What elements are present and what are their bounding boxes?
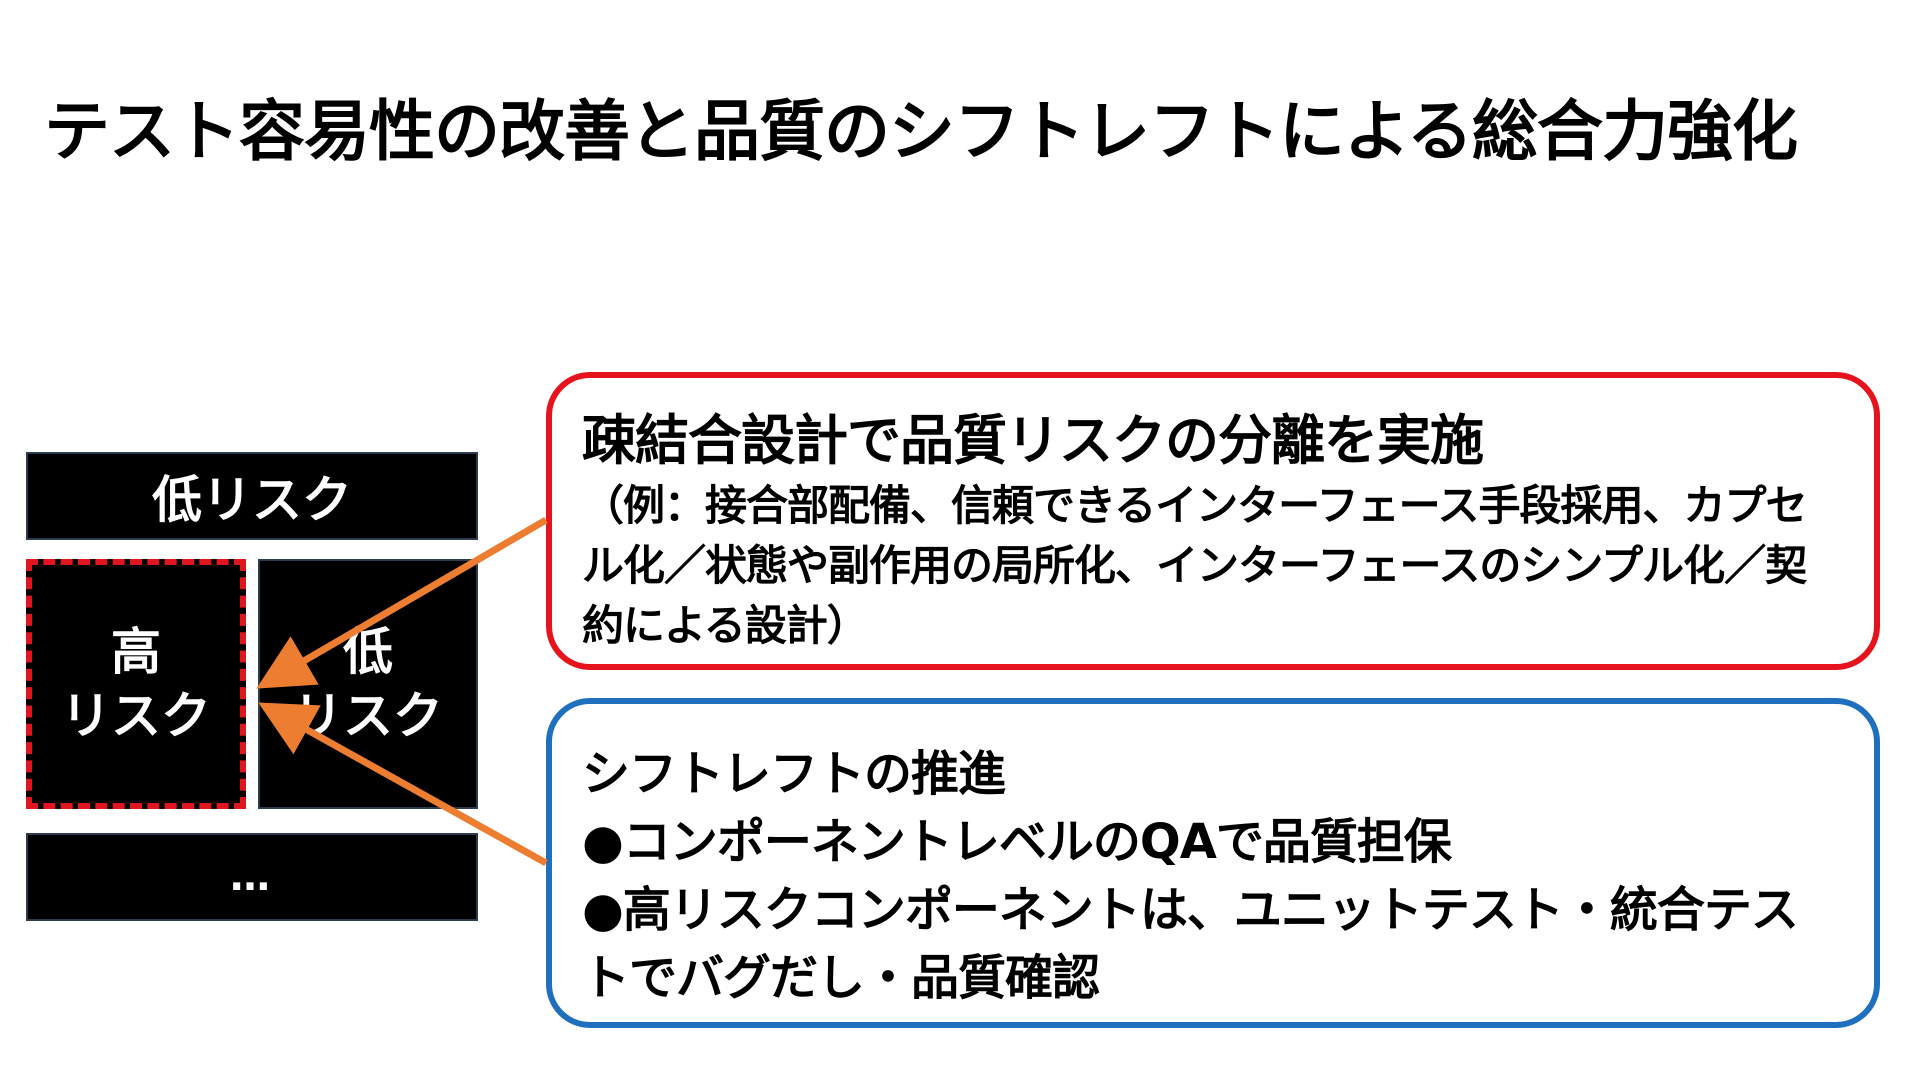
low-risk-block-top: 低リスク	[26, 452, 478, 540]
low-risk-block-middle: 低 リスク	[258, 559, 478, 809]
loose-coupling-box: 疎結合設計で品質リスクの分離を実施 （例：接合部配備、信頼できるインターフェース…	[546, 372, 1880, 670]
more-block: …	[26, 833, 478, 921]
shift-left-box: シフトレフトの推進 ●コンポーネントレベルのQAで品質担保 ●高リスクコンポーネ…	[546, 698, 1880, 1028]
slide-title: テスト容易性の改善と品質のシフトレフトによる総合力強化	[44, 93, 1798, 170]
shift-left-bullet-high-risk-testing: ●高リスクコンポーネントは、ユニットテスト・統合テストでバグだし・品質確認	[582, 882, 1799, 1006]
low-risk-label-line2: リスク	[293, 687, 443, 745]
high-risk-label-line2: リスク	[61, 687, 211, 745]
high-risk-label-line1: 高	[111, 623, 161, 681]
shift-left-heading: シフトレフトの推進	[582, 746, 1006, 802]
loose-coupling-heading: 疎結合設計で品質リスクの分離を実施	[582, 409, 1484, 472]
loose-coupling-examples: （例：接合部配備、信頼できるインターフェース手段採用、カプセル化／状態や副作用の…	[582, 481, 1808, 650]
shift-left-bullet-component-qa: ●コンポーネントレベルのQAで品質担保	[582, 814, 1452, 870]
low-risk-label-line1: 低	[343, 623, 393, 681]
high-risk-block: 高 リスク	[26, 559, 246, 809]
